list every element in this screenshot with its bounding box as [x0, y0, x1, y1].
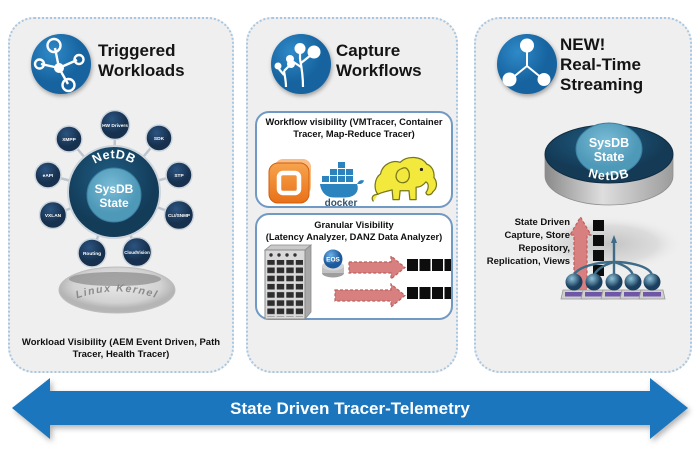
panel-title-triggered: Triggered Workloads — [98, 41, 185, 81]
svg-text:SDK: SDK — [154, 136, 165, 142]
svg-text:XMPP: XMPP — [62, 137, 76, 143]
sysdb-netdb-disc: SysDB State NetDB — [544, 122, 674, 206]
spoke-hw-drivers: HW Drivers — [99, 109, 131, 141]
state-driven-caption: State Driven Capture, Store Repository, … — [487, 217, 570, 267]
agent-node — [580, 273, 608, 300]
svg-text:VXLAN: VXLAN — [45, 213, 62, 219]
svg-text:eAPI: eAPI — [43, 173, 54, 179]
spoke-cloudvision: CloudVision — [121, 236, 153, 268]
title-line: Capture — [336, 41, 401, 60]
spoke-cli-snmp: CLI/SNMP — [163, 199, 195, 231]
title-line: Streaming — [560, 75, 644, 95]
svg-text:State Driven: State Driven — [515, 217, 571, 228]
svg-text:CLI/SNMP: CLI/SNMP — [168, 213, 190, 218]
eos-label: EOS — [326, 257, 340, 264]
disc-sysdb-label: SysDB — [589, 136, 629, 150]
panel-title-streaming: NEW! Real-Time Streaming — [560, 35, 643, 95]
packet-squares — [407, 259, 451, 299]
switch-chassis-icon — [263, 244, 313, 320]
eos-badge-icon: EOS — [322, 249, 344, 278]
collector-fanout-tree — [560, 235, 666, 300]
network-y-icon — [496, 33, 558, 95]
title-line: Workloads — [98, 61, 185, 81]
title-line: Workflows — [336, 61, 422, 81]
title-line: NEW! — [560, 35, 606, 54]
docker-icon: docker — [317, 159, 365, 212]
data-flow-arrows — [334, 254, 406, 309]
spoke-stp: STP — [165, 161, 193, 189]
svg-text:STP: STP — [174, 173, 184, 179]
netdb-hub: NetDB SysDB State — [67, 145, 161, 239]
title-line: Real-Time — [560, 55, 641, 75]
agent-nodes — [560, 273, 666, 300]
spoke-sdk: SDK — [145, 124, 173, 152]
streaming-diagram: SysDB State NetDB State Driven Capture, … — [487, 122, 683, 300]
agent-node — [638, 273, 666, 300]
spoke-eapi: eAPI — [34, 161, 62, 189]
svg-text:HW Drivers: HW Drivers — [102, 123, 128, 129]
disc-netdb-label: NetDB — [587, 166, 630, 183]
vmware-icon — [265, 157, 313, 210]
granular-box-title-line1: Granular Visibility — [314, 220, 394, 230]
title-line: Triggered — [98, 41, 176, 60]
panel-real-time-streaming: NEW! Real-Time Streaming SysDB State — [474, 17, 692, 373]
netdb-ring-label: NetDB — [90, 147, 138, 166]
disc-state-label: State — [594, 150, 625, 164]
spoke-xmpp: XMPP — [55, 125, 83, 153]
hadoop-elephant-icon — [369, 155, 449, 212]
telemetry-banner-arrow: State Driven Tracer-Telemetry — [12, 378, 688, 439]
panel-triggered-workloads: Triggered Workloads Linux Kernel — [8, 17, 234, 373]
svg-text:NetDB: NetDB — [90, 147, 138, 166]
banner-label: State Driven Tracer-Telemetry — [230, 399, 470, 418]
branch-nodes-icon — [270, 33, 332, 95]
svg-text:NetDB: NetDB — [587, 166, 631, 183]
sysdb-core — [86, 167, 142, 223]
sysdb-label: SysDB — [95, 182, 134, 196]
svg-text:Capture, Store: Capture, Store — [505, 230, 570, 241]
hub-spoke-diagram: Linux Kernel HW Drivers — [34, 109, 195, 314]
spoke-nodes: HW Drivers XMPP SDK eAPI STP VXLAN — [34, 109, 195, 268]
docker-wordmark: docker — [325, 198, 358, 207]
svg-text:Routing: Routing — [83, 251, 101, 257]
svg-text:CloudVision: CloudVision — [124, 250, 150, 255]
granular-graphics: EOS — [263, 244, 451, 320]
granular-visibility-box: Granular Visibility (Latency Analyzer, D… — [255, 213, 453, 320]
granular-box-title-line2: (Latency Analyzer, DANZ Data Analyzer) — [265, 231, 443, 242]
svg-text:Replication, Views: Replication, Views — [487, 256, 570, 267]
workflow-visibility-box: Workflow visibility (VMTracer, Container… — [255, 111, 453, 210]
panel-title-capture: Capture Workflows — [336, 41, 422, 81]
agent-node — [560, 273, 588, 300]
disc-shadow — [535, 216, 683, 272]
linux-kernel-platform: Linux Kernel — [58, 266, 176, 314]
double-arrow-shape — [12, 378, 688, 439]
state-label: State — [99, 196, 129, 210]
spoke-vxlan: VXLAN — [38, 200, 68, 230]
network-hub-icon — [30, 33, 92, 95]
svg-text:Repository,: Repository, — [518, 243, 570, 254]
spoke-routing: Routing — [77, 238, 107, 268]
workload-visibility-caption: Workload Visibility (AEM Event Driven, P… — [21, 337, 221, 361]
panel-capture-workflows: Capture Workflows Workflow visibility (V… — [246, 17, 458, 373]
workflow-box-title: Workflow visibility (VMTracer, Container… — [265, 117, 443, 139]
